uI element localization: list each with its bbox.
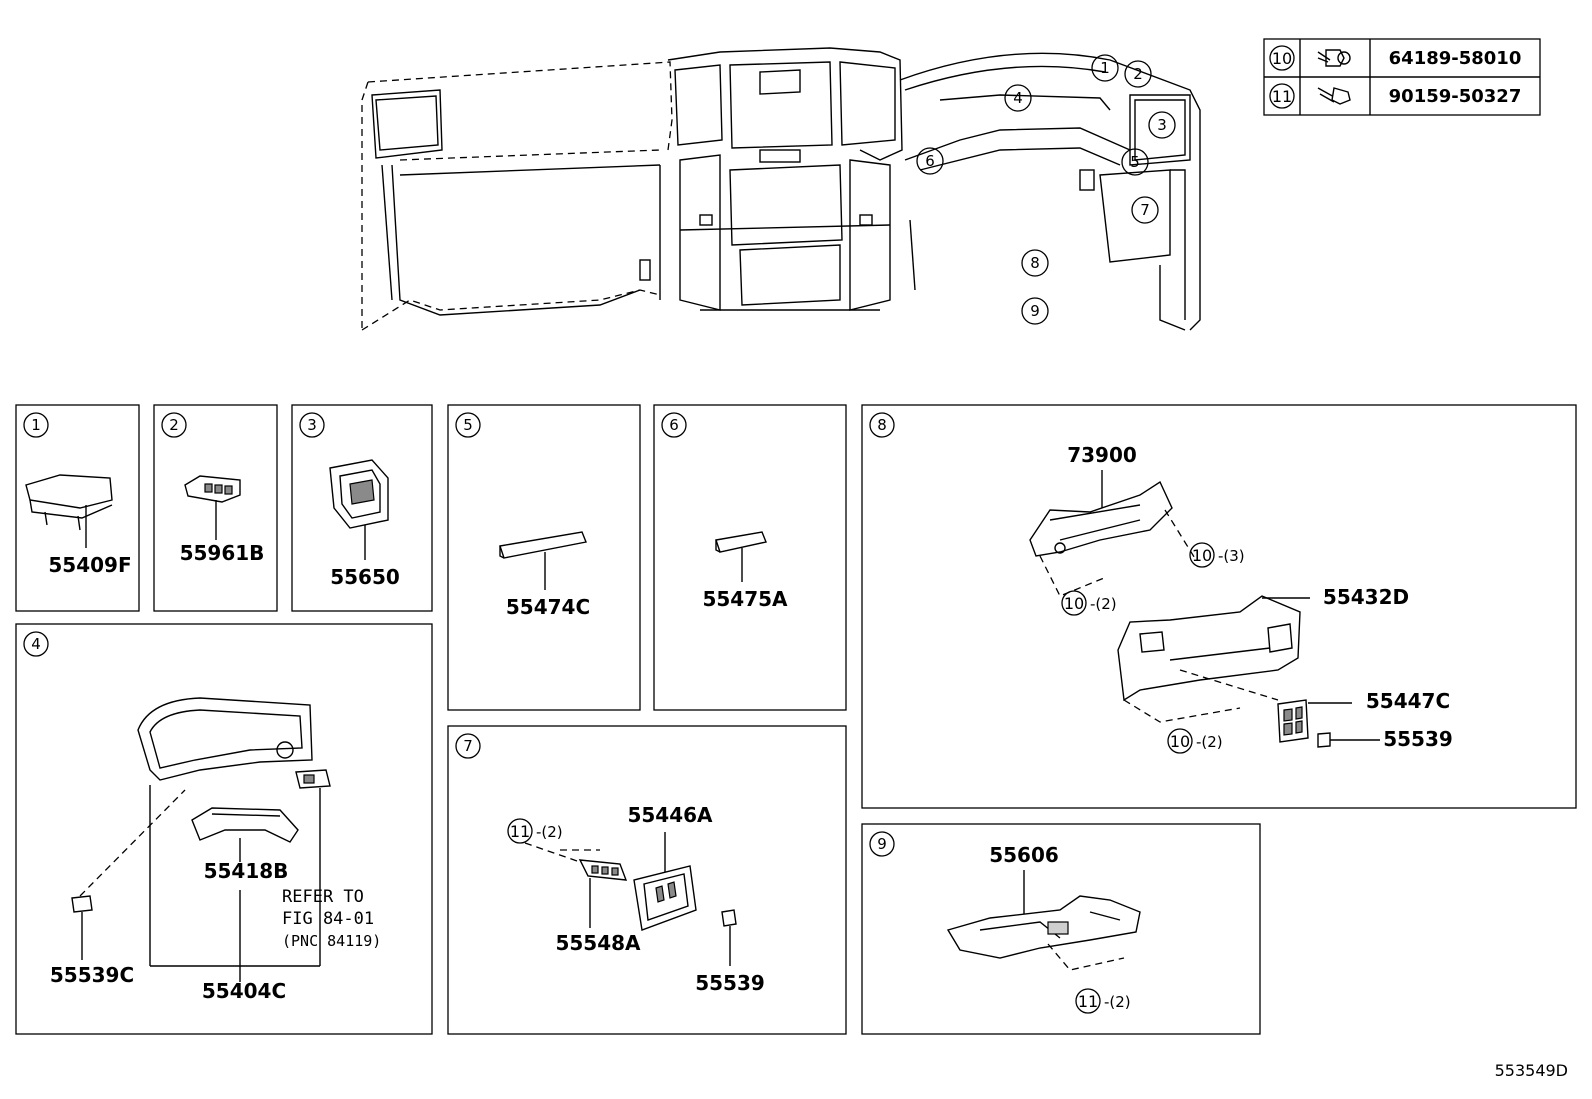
svg-text:-(2): -(2)	[1196, 733, 1223, 751]
part-73900-drawing	[1029, 480, 1173, 557]
svg-text:6: 6	[925, 152, 935, 170]
qty-ref-11-panel7: 11 -(2)	[507, 818, 563, 844]
svg-text:-(2): -(2)	[1090, 595, 1117, 613]
svg-text:55432D: 55432D	[1323, 585, 1409, 609]
svg-text:55961B: 55961B	[180, 541, 265, 565]
part-55650-drawing	[329, 459, 389, 529]
callout-4: 4	[1004, 84, 1032, 112]
callout-2: 2	[1124, 60, 1152, 88]
callout-8: 8	[1021, 249, 1049, 277]
svg-text:55650: 55650	[330, 565, 400, 589]
part-55404C-drawing	[137, 697, 313, 781]
svg-text:10: 10	[1170, 732, 1190, 751]
part-55432D-drawing	[1117, 595, 1301, 702]
svg-text:-(2): -(2)	[536, 823, 563, 841]
callout-9: 9	[1021, 297, 1049, 325]
part-55606-drawing	[946, 895, 1141, 959]
svg-text:55548A: 55548A	[555, 931, 641, 955]
svg-text:55539: 55539	[695, 971, 765, 995]
panel-5: 5 55474C	[447, 404, 641, 711]
svg-text:2: 2	[169, 416, 179, 434]
screw-icon	[1317, 87, 1351, 105]
svg-text:8: 8	[877, 416, 887, 434]
svg-text:FIG 84-01: FIG 84-01	[282, 909, 374, 929]
svg-text:3: 3	[307, 416, 317, 434]
svg-text:73900: 73900	[1067, 443, 1137, 467]
svg-text:55404C: 55404C	[202, 979, 286, 1003]
panel-4: 4 55418B REFER TO FIG 84-01 (PNC 84119) …	[15, 623, 433, 1035]
part-55539C-drawing	[71, 895, 93, 913]
svg-text:55606: 55606	[989, 843, 1059, 867]
svg-text:11: 11	[510, 822, 530, 841]
part-55475A-drawing	[715, 531, 767, 553]
svg-text:55447C: 55447C	[1366, 689, 1450, 713]
panel-7: 7 11 -(2) 55446A 55548A 55539	[447, 725, 847, 1035]
svg-text:55409F: 55409F	[48, 553, 131, 577]
svg-text:7: 7	[1140, 201, 1150, 219]
svg-text:-(3): -(3)	[1218, 547, 1245, 565]
svg-text:REFER TO: REFER TO	[282, 887, 364, 907]
part-55548A-drawing	[578, 859, 628, 881]
qty-ref-10-c: 10 -(2)	[1167, 728, 1223, 754]
part-55447C-drawing	[1277, 699, 1309, 743]
svg-text:10: 10	[1064, 594, 1084, 613]
callout-6: 6	[916, 147, 944, 175]
svg-text:55446A: 55446A	[627, 803, 713, 827]
qty-ref-10-a: 10 -(3)	[1189, 542, 1245, 568]
callout-5: 5	[1121, 148, 1149, 176]
fastener-row-10: 10 64189-58010	[1269, 45, 1522, 71]
panel-8: 8 73900 10 -(3) 10 -(2) 55432D	[861, 404, 1577, 809]
part-55446A-drawing	[633, 865, 697, 931]
svg-text:5: 5	[463, 416, 473, 434]
svg-text:11: 11	[1078, 992, 1098, 1011]
panel-1: 1 55409F	[15, 404, 140, 612]
panel-6: 6 55475A	[653, 404, 847, 711]
svg-text:55539C: 55539C	[50, 963, 134, 987]
svg-text:64189-58010: 64189-58010	[1389, 48, 1522, 69]
svg-text:9: 9	[1030, 302, 1040, 320]
fastener-table: 10 64189-58010 11 90159-50327	[1263, 38, 1541, 116]
part-55539-p7-drawing	[721, 909, 737, 927]
fastener-row-11: 11 90159-50327	[1269, 83, 1522, 109]
svg-text:11: 11	[1272, 87, 1292, 106]
panel-9: 9 55606 11 -(2)	[861, 823, 1261, 1035]
qty-ref-11-panel9: 11 -(2)	[1075, 988, 1131, 1014]
part-55961B-drawing	[184, 475, 241, 503]
svg-text:(PNC 84119): (PNC 84119)	[282, 932, 381, 950]
instrument-panel-assembly	[361, 47, 1201, 331]
diagram-code: 553549D	[1495, 1061, 1568, 1080]
svg-text:10: 10	[1272, 49, 1292, 68]
svg-text:8: 8	[1030, 254, 1040, 272]
svg-text:9: 9	[877, 835, 887, 853]
svg-text:55474C: 55474C	[506, 595, 590, 619]
svg-text:1: 1	[31, 416, 41, 434]
callout-7: 7	[1131, 196, 1159, 224]
part-55418B-drawing	[191, 807, 299, 843]
svg-text:4: 4	[31, 635, 41, 653]
clip-icon	[1317, 49, 1351, 67]
svg-text:4: 4	[1013, 89, 1023, 107]
panel-2: 2 55961B	[153, 404, 278, 612]
panel-3: 3 55650	[291, 404, 433, 612]
part-55474C-drawing	[499, 531, 587, 559]
svg-text:1: 1	[1100, 59, 1110, 77]
qty-ref-10-b: 10 -(2)	[1061, 590, 1117, 616]
svg-text:-(2): -(2)	[1104, 993, 1131, 1011]
svg-text:55475A: 55475A	[702, 587, 788, 611]
part-55409F-drawing	[25, 474, 113, 531]
svg-text:90159-50327: 90159-50327	[1389, 86, 1522, 107]
svg-text:5: 5	[1130, 153, 1140, 171]
part-55539-p8-drawing	[1317, 732, 1331, 748]
callout-1: 1	[1091, 54, 1119, 82]
svg-text:55539: 55539	[1383, 727, 1453, 751]
svg-text:55418B: 55418B	[204, 859, 289, 883]
callout-3: 3	[1148, 111, 1176, 139]
svg-text:2: 2	[1133, 65, 1143, 83]
svg-text:3: 3	[1157, 116, 1167, 134]
svg-text:10: 10	[1192, 546, 1212, 565]
svg-text:7: 7	[463, 737, 473, 755]
svg-text:6: 6	[669, 416, 679, 434]
switch-drawing	[295, 769, 331, 789]
